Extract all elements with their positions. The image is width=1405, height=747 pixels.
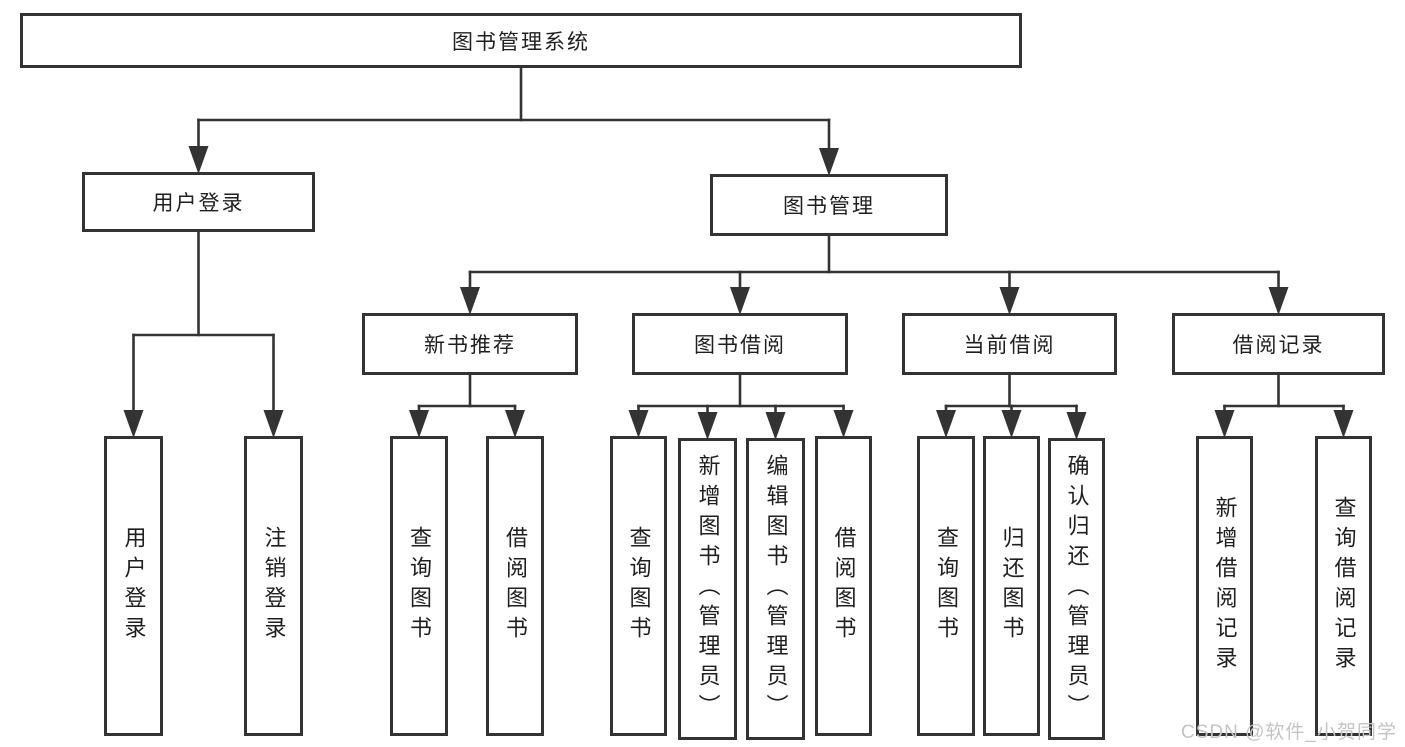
node-new-book-rec: 新书推荐	[362, 313, 578, 375]
node-label: 借阅图书	[831, 526, 857, 646]
node-label: 新增借阅记录	[1212, 496, 1238, 676]
arrowhead	[123, 410, 144, 438]
node-label: 新增图书（管理员）	[695, 454, 721, 724]
node-root: 图书管理系统	[20, 13, 1022, 68]
node-label: 归还图书	[999, 526, 1025, 646]
node-borrow-records: 借阅记录	[1172, 313, 1385, 375]
node-label: 查询借阅记录	[1331, 496, 1357, 676]
node-leaf-confirm-return: 确认归还（管理员）	[1048, 438, 1105, 740]
node-user-login-branch: 用户登录	[82, 172, 315, 232]
arrowhead	[697, 412, 718, 440]
node-leaf-query-book-2: 查询图书	[610, 436, 667, 736]
node-leaf-add-book: 新增图书（管理员）	[678, 438, 737, 740]
node-label: 图书管理	[783, 195, 875, 218]
node-label: 用户登录	[121, 526, 147, 646]
arrowhead	[263, 410, 284, 438]
node-label: 图书借阅	[694, 334, 786, 357]
node-label: 查询图书	[934, 526, 959, 646]
arrowhead	[409, 410, 429, 438]
node-leaf-query-record: 查询借阅记录	[1315, 436, 1372, 736]
node-leaf-logout: 注销登录	[244, 436, 303, 736]
node-label: 注销登录	[261, 526, 287, 646]
node-book-borrow: 图书借阅	[632, 313, 848, 375]
arrowhead	[833, 410, 854, 438]
node-label: 当前借阅	[963, 334, 1056, 357]
node-leaf-edit-book: 编辑图书（管理员）	[746, 438, 805, 740]
arrowhead	[936, 410, 956, 438]
arrowhead	[1001, 410, 1022, 438]
arrowhead	[1214, 410, 1235, 438]
arrowhead	[730, 287, 750, 315]
node-label: 用户登录	[152, 192, 245, 215]
arrowhead	[460, 287, 480, 315]
arrowhead	[1268, 287, 1289, 315]
node-label: 编辑图书（管理员）	[763, 454, 789, 724]
arrowhead	[188, 146, 209, 174]
node-leaf-query-book-3: 查询图书	[917, 436, 975, 736]
node-leaf-borrow-book-1: 借阅图书	[486, 436, 544, 736]
node-book-mgmt-branch: 图书管理	[710, 174, 948, 236]
node-leaf-user-login: 用户登录	[104, 436, 163, 736]
node-label: 新书推荐	[424, 334, 516, 357]
node-label: 查询图书	[626, 526, 652, 646]
watermark: CSDN @软件_小贺同学	[1181, 722, 1397, 743]
arrowhead	[628, 410, 649, 438]
node-leaf-borrow-book-2: 借阅图书	[815, 436, 872, 736]
node-label: 确认归还（管理员）	[1064, 454, 1090, 724]
arrowhead	[819, 148, 839, 176]
node-leaf-add-record: 新增借阅记录	[1196, 436, 1253, 736]
node-leaf-query-book-1: 查询图书	[390, 436, 448, 736]
arrowhead	[1333, 410, 1354, 438]
arrowhead	[505, 410, 525, 438]
node-label: 借阅图书	[503, 526, 528, 646]
node-leaf-return-book: 归还图书	[983, 436, 1040, 736]
node-label: 借阅记录	[1232, 334, 1325, 357]
node-current-borrow: 当前借阅	[902, 313, 1117, 375]
arrowhead	[999, 287, 1020, 315]
arrowhead	[765, 412, 786, 440]
arrowhead	[1066, 412, 1087, 440]
node-label: 图书管理系统	[452, 30, 590, 54]
node-label: 查询图书	[407, 526, 432, 646]
